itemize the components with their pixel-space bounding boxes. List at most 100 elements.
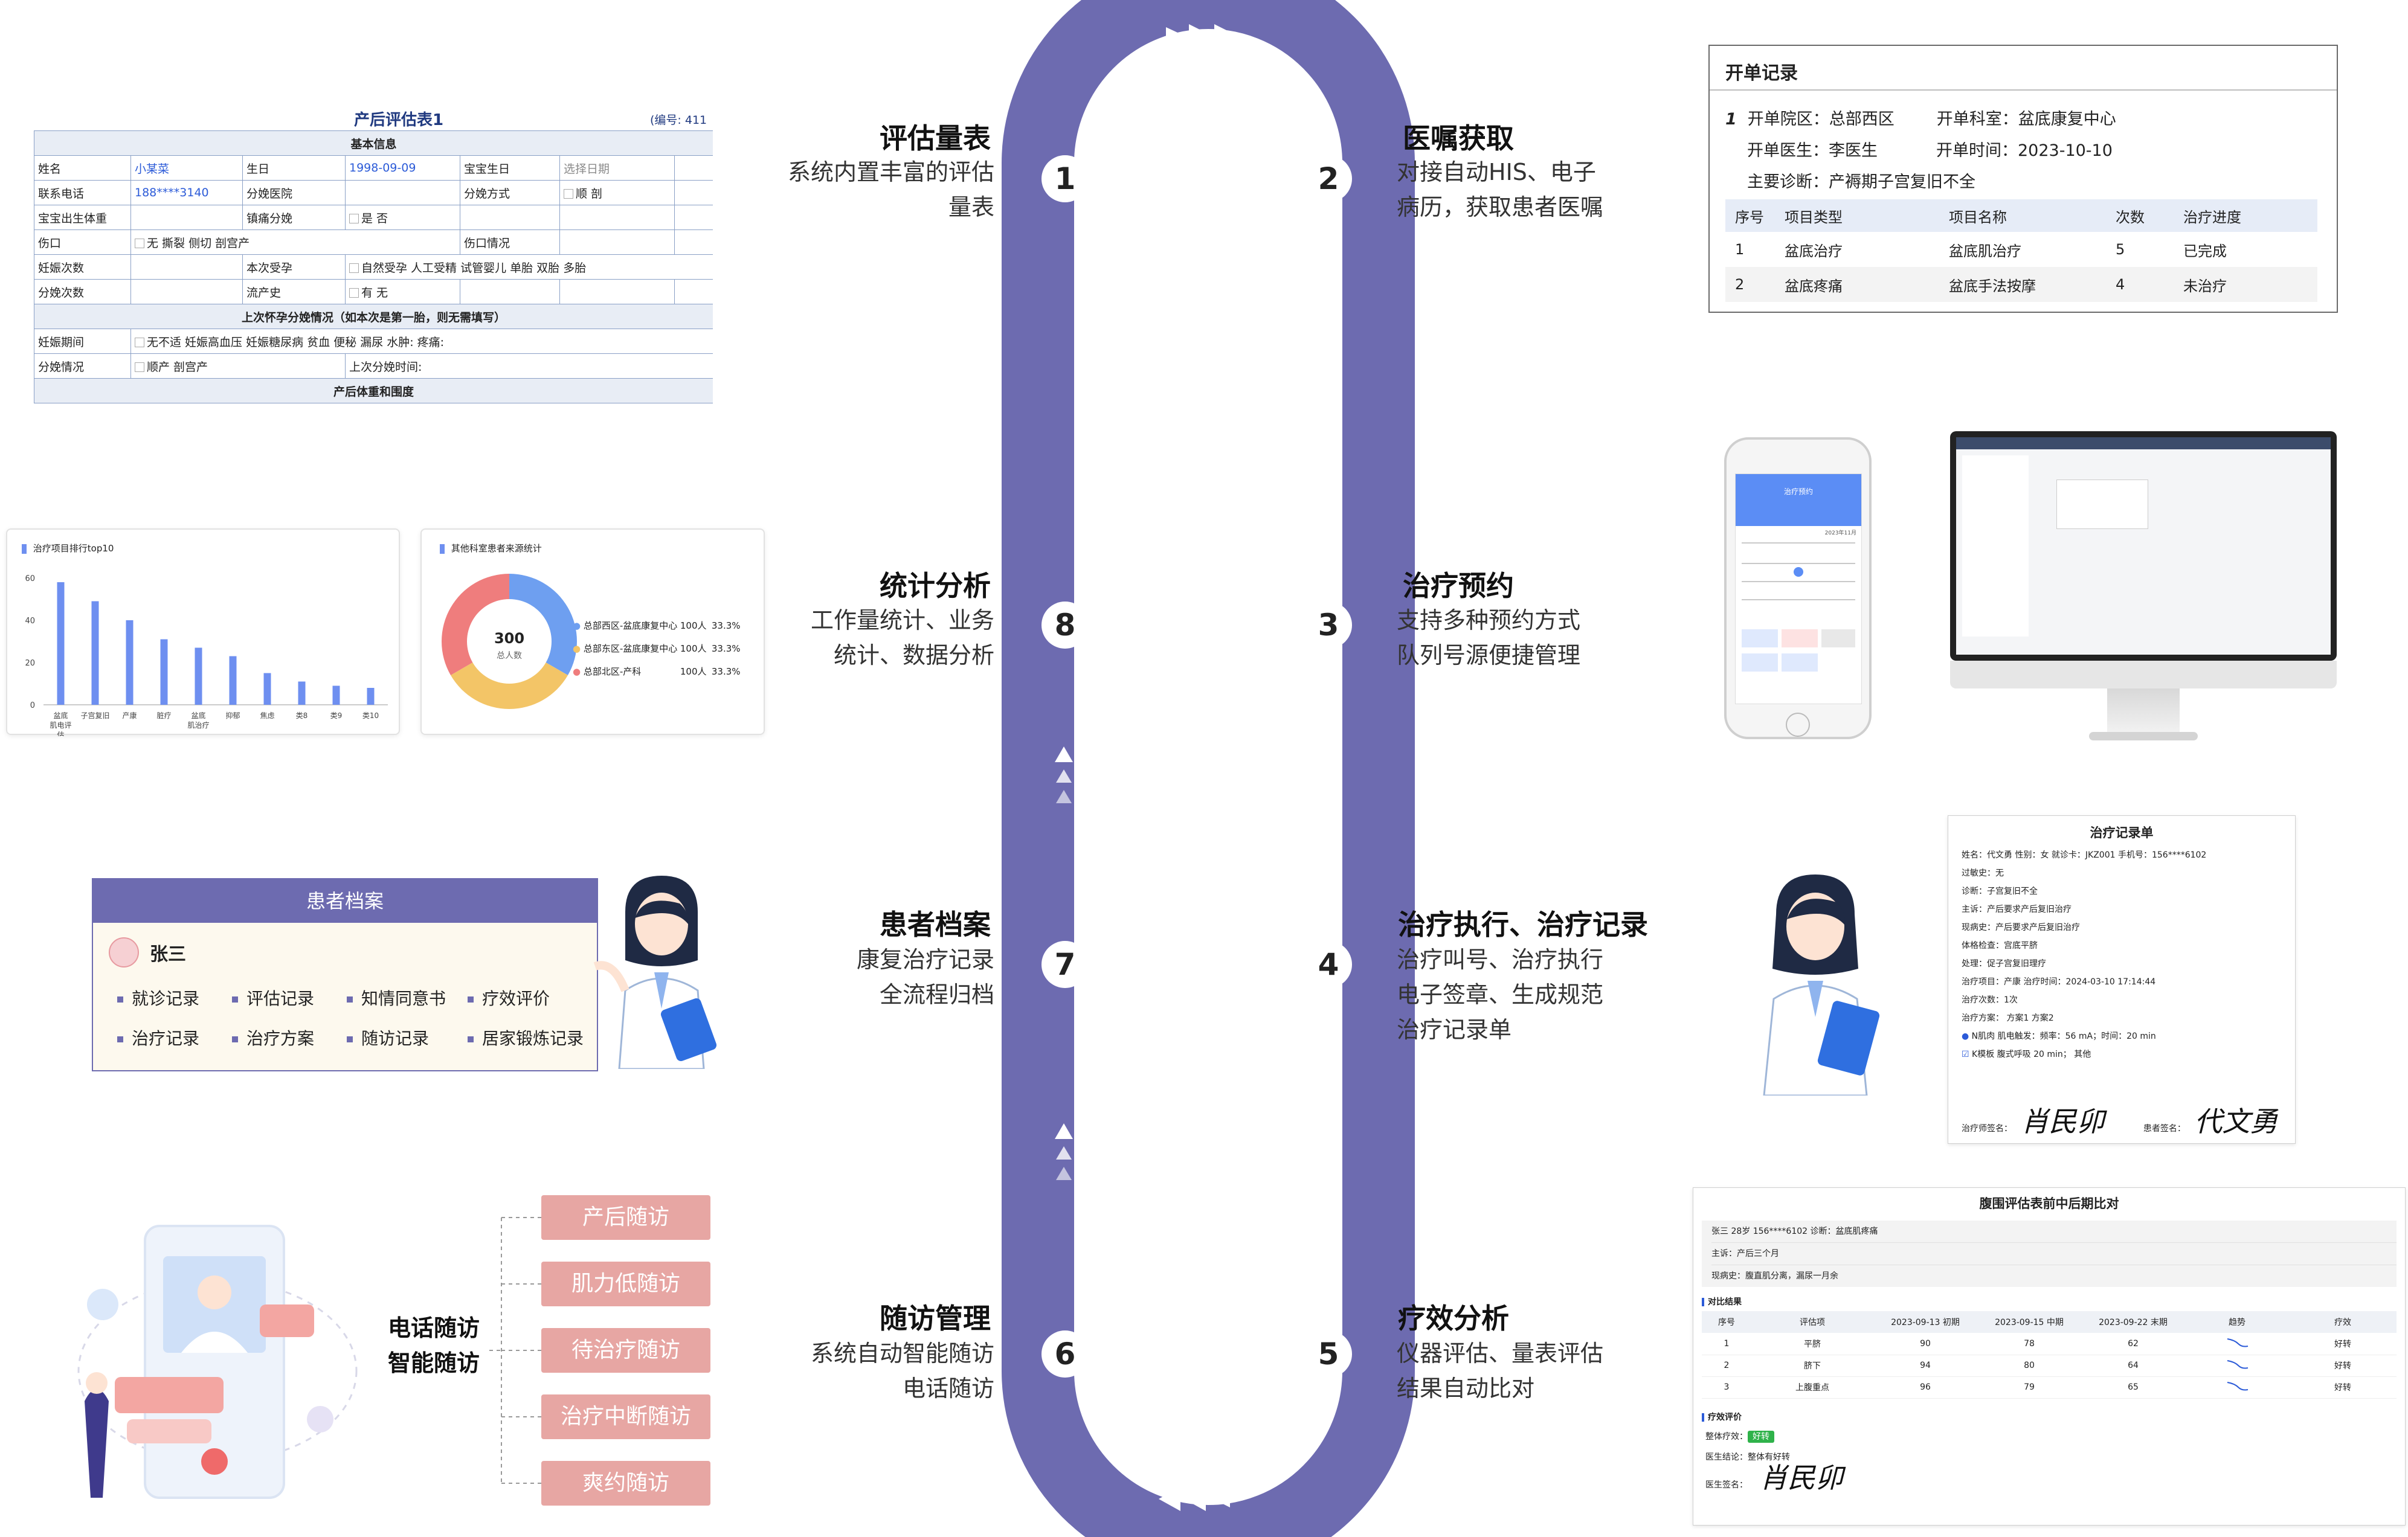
col-type: 项目类型 [1785,208,1843,226]
treatment-option-2[interactable]: ☑ K模板 腹式呼吸 20 min； 其他 [1962,1050,2091,1059]
treatment-option-1[interactable]: ● N肌肉 肌电触发：频率：56 mA；时间：20 min [1962,1032,2156,1041]
delivery-method-options[interactable]: 顺 剖 [559,180,675,205]
conclusion-value: 整体有好转 [1748,1452,1790,1462]
wound-options[interactable]: 无 撕裂 侧切 剖宫产 [130,229,460,255]
bar[interactable] [160,639,168,705]
col-count: 次数 [2116,208,2145,226]
bar[interactable] [57,582,65,705]
patient-name: 张三 [150,944,186,965]
x-tick-label: 肌治疗 [187,721,209,730]
nurse-illustration-icon [1763,874,1880,1096]
profile-items: 就诊记录 评估记录 知情同意书 疗效评价 治疗记录 治疗方案 随访记录 居家锻炼… [117,986,594,1050]
doctor-illustration-icon [593,876,717,1069]
x-tick-label: 子宫复旧 [80,711,109,720]
baby-birthday-picker[interactable]: 选择日期 [559,155,675,181]
bar[interactable] [367,688,375,705]
step-4-number: 4 [1305,941,1352,988]
step-6-number: 6 [1041,1330,1089,1378]
bar[interactable] [263,673,271,705]
bar[interactable] [332,685,340,705]
bar[interactable] [298,681,306,705]
profile-item-treatments[interactable]: 治疗记录 [117,1025,232,1050]
donut-slice[interactable] [442,574,509,675]
step-1-desc: 系统内置丰富的评估量表 [787,159,994,220]
followup-low-muscle[interactable]: 肌力低随访 [541,1262,710,1306]
followup-interrupted[interactable]: 治疗中断随访 [541,1394,710,1439]
compare-record-title: 腹围评估表前中后期比对 [1979,1196,2119,1211]
col-index: 序号 [1735,208,1764,226]
profile-item-visits[interactable]: 就诊记录 [117,986,232,1010]
patient-profile-header: 患者档案 [93,879,597,923]
compare-info-2: 主诉：产后三个月 [1711,1243,2397,1265]
treatment-item: 治疗项目：产康 治疗时间：2024-03-10 17:14:44 [1962,977,2156,987]
followup-missed[interactable]: 爽约随访 [541,1461,710,1506]
compare-section-result: 对比结果 [1702,1295,2397,1308]
bar[interactable] [91,601,99,705]
bottom-arrows [1159,1487,1230,1511]
value-birthday[interactable]: 1998-09-09 [345,155,460,181]
treatment-plan[interactable]: 治疗方案： 方案1 方案2 [1962,1013,2054,1023]
phone-header: 治疗预约 [1736,474,1861,526]
phone-calendar-month: 2023年11月 [1824,530,1856,536]
donut-title-marker [440,544,445,554]
order-index: 1 [1725,110,1737,129]
conclusion-label: 医生结论： [1705,1452,1748,1462]
right-arrows-1 [1319,362,1338,419]
value-phone[interactable]: 188****3140 [130,180,243,205]
phone-calendar [1742,542,1855,672]
value-hospital[interactable] [345,180,460,205]
profile-item-plans[interactable]: 治疗方案 [232,1025,347,1050]
value-name[interactable]: 小某菜 [130,155,243,181]
label-doctor: 开单医生： [1747,141,1829,160]
x-tick-label: 类10 [362,711,379,720]
analgesia-options[interactable]: 是 否 [345,205,460,230]
label-dept: 开单科室： [1936,110,2018,129]
label-diagnosis: 主要诊断： [1747,173,1829,191]
bar[interactable] [126,620,134,705]
profile-item-home-exercise[interactable]: 居家锻炼记录 [468,1025,594,1050]
overall-badge: 好转 [1748,1430,1774,1443]
step-7-title: 患者档案 [880,908,991,941]
x-tick-label: 焦虑 [260,711,274,720]
followup-label-smart: 智能随访 [388,1350,480,1376]
value-baby-weight[interactable] [130,205,243,230]
conception-options[interactable]: 自然受孕 人工受精 试管婴儿 单胎 双胎 多胎 [344,254,713,280]
label-baby-weight: 宝宝出生体重 [34,205,131,230]
profile-item-efficacy[interactable]: 疗效评价 [468,986,594,1010]
followup-pending[interactable]: 待治疗随访 [541,1328,710,1373]
donut-slice[interactable] [509,574,577,675]
bar[interactable] [229,656,237,705]
profile-item-evaluations[interactable]: 评估记录 [232,986,347,1010]
label-baby-birthday: 宝宝生日 [460,155,560,181]
followup-postpartum[interactable]: 产后随访 [541,1195,710,1240]
abortion-options[interactable]: 有 无 [345,279,460,304]
step-5-title: 疗效分析 [1398,1302,1509,1335]
step-3-number: 3 [1305,602,1352,649]
profile-item-consent[interactable]: 知情同意书 [347,986,468,1010]
step-1-title: 评估量表 [880,122,991,155]
donut-slice[interactable] [451,663,568,709]
label-analgesia: 镇痛分娩 [242,205,346,230]
value-hospital: 总部西区 [1829,110,1895,129]
delivery-situation-options[interactable]: 顺产 剖宫产 [130,353,346,379]
overall-label: 整体疗效： [1705,1431,1748,1442]
monitor-device [1950,431,2337,751]
doctor-sign-label: 医生签名： [1705,1480,1748,1490]
label-pregnancy-period: 妊娠期间 [34,329,131,354]
compare-info-1: 张三 28岁 156****6102 诊断：盆底肌疼痛 [1711,1221,2397,1243]
pregnancy-period-options[interactable]: 无不适 妊娠高血压 妊娠糖尿病 贫血 便秘 漏尿 水肿: 疼痛: [130,329,713,354]
right-arrows-3 [1319,1120,1338,1177]
y-tick-label: 0 [30,701,35,710]
bar[interactable] [195,647,202,705]
profile-item-followups[interactable]: 随访记录 [347,1025,468,1050]
x-tick-label: 类9 [330,711,343,720]
x-tick-label: 抑郁 [225,711,240,720]
